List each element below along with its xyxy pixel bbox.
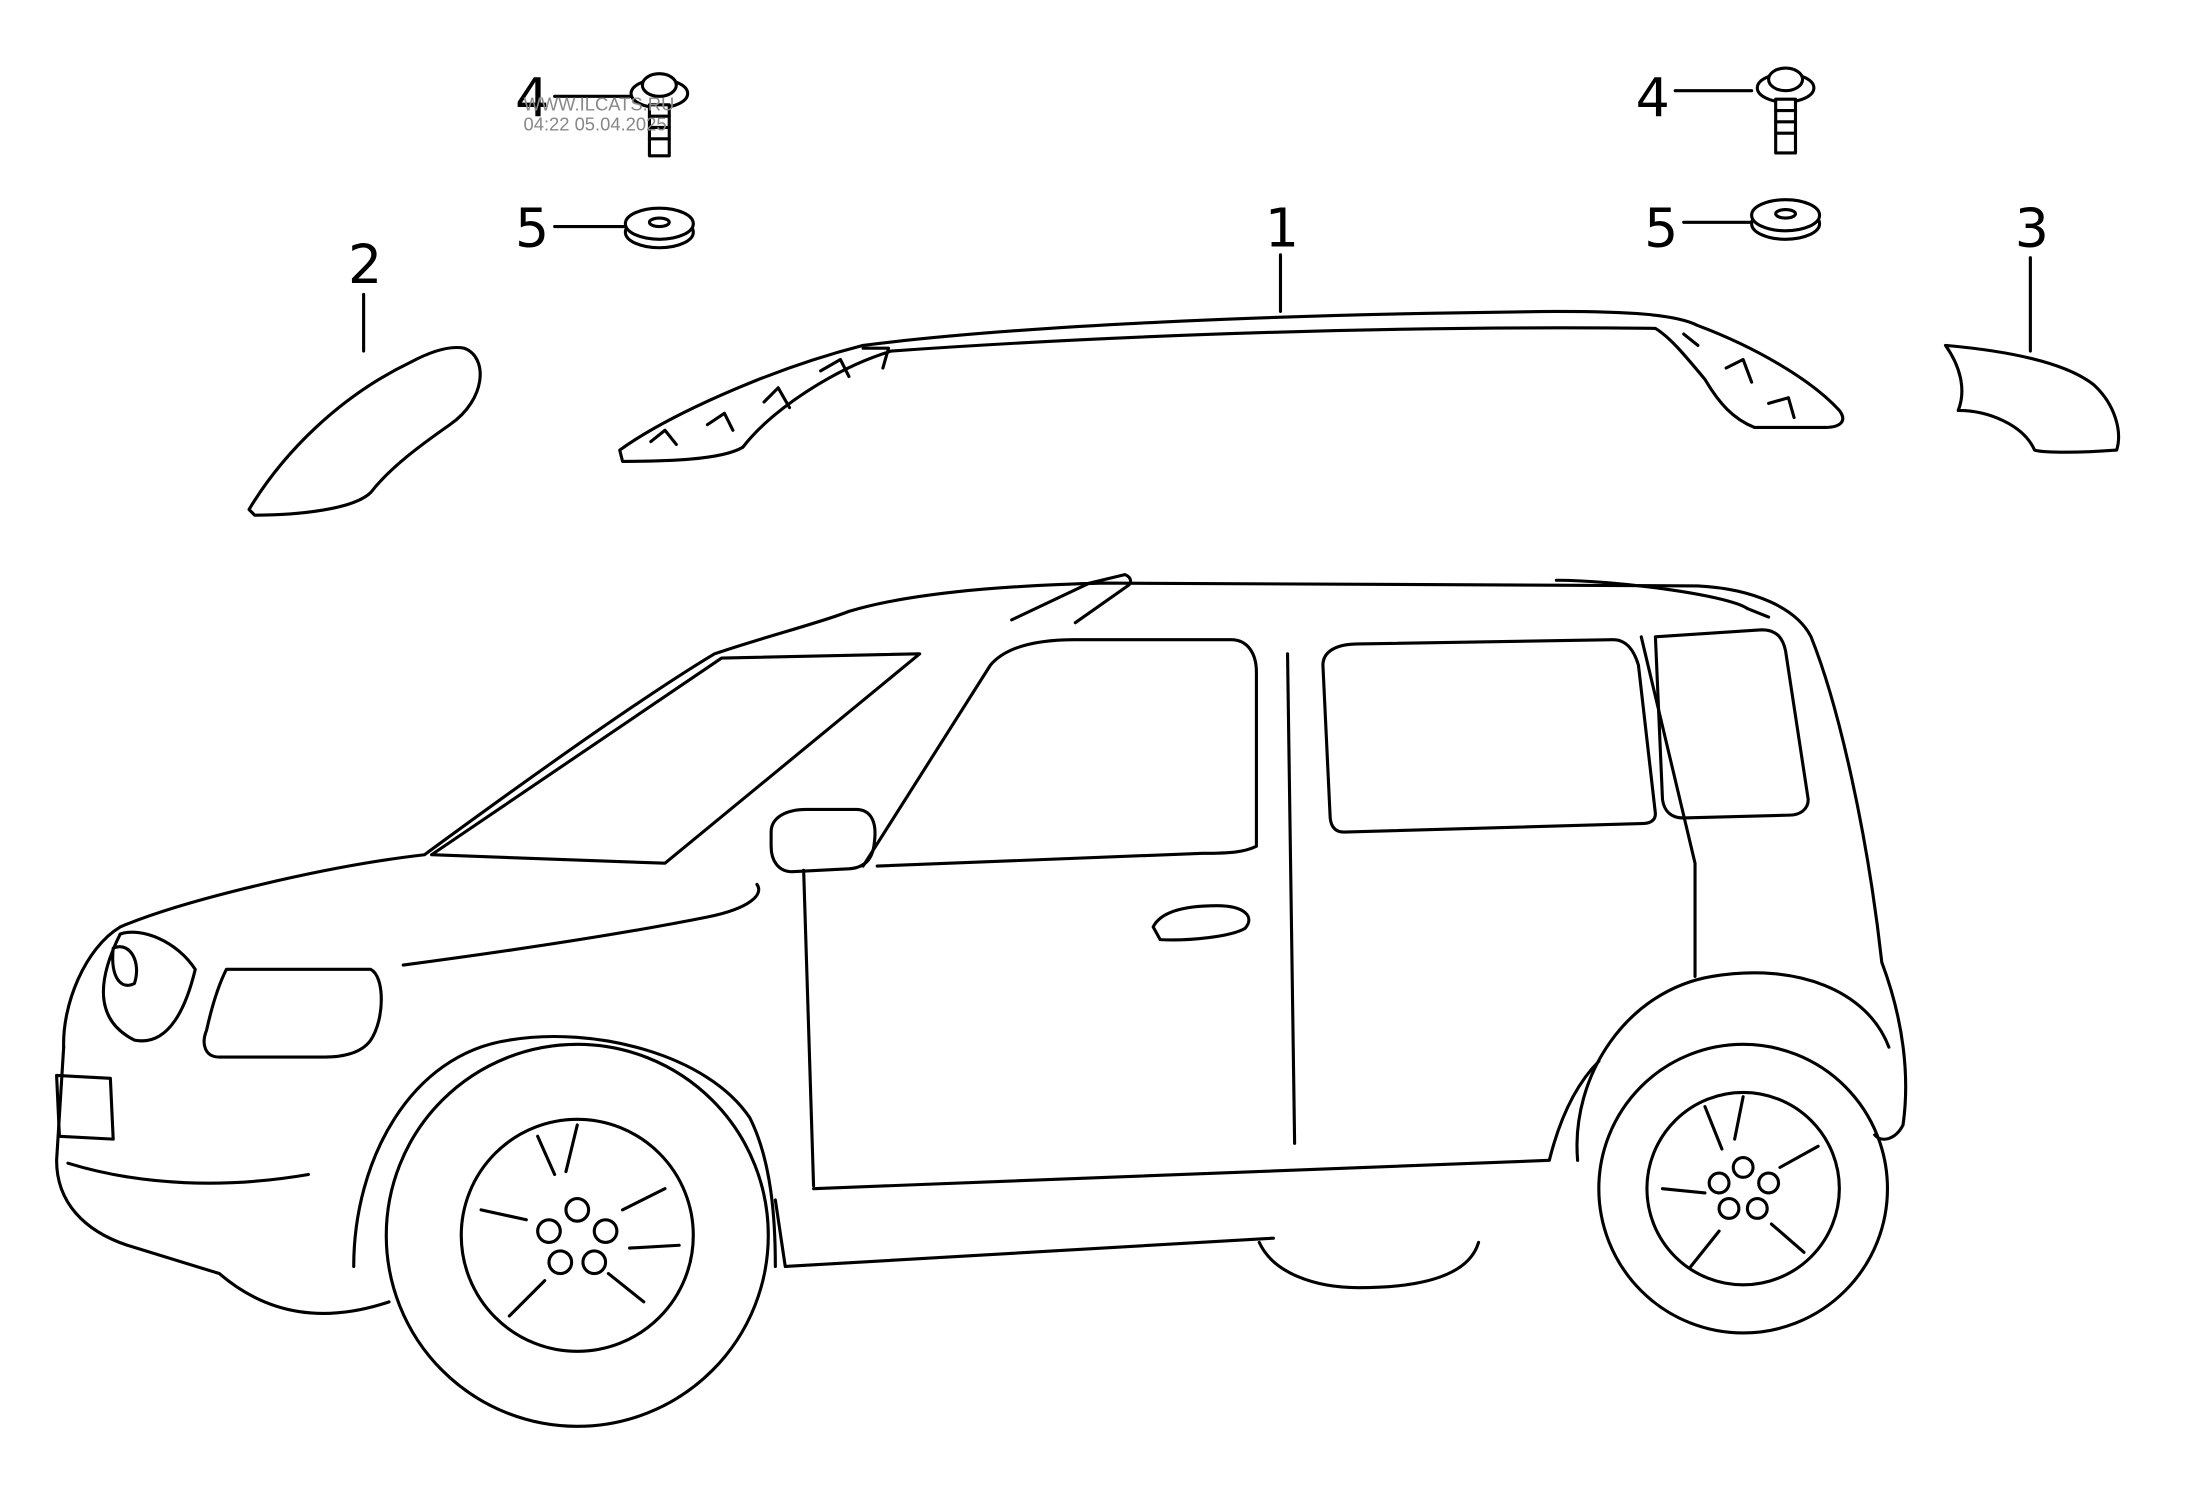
washer-rear[interactable]	[1750, 198, 1822, 241]
roof-rail[interactable]	[618, 309, 1845, 463]
callout-2[interactable]: 2	[348, 233, 382, 353]
callout-3[interactable]: 3	[2015, 196, 2049, 353]
callout-4-rear[interactable]: 4	[1636, 66, 1754, 129]
callout-label: 3	[2015, 196, 2049, 259]
callout-label: 5	[515, 196, 549, 259]
vehicle-illustration	[55, 573, 1908, 1428]
callout-label: 1	[1265, 196, 1299, 259]
bolt-rear[interactable]	[1755, 66, 1816, 155]
rear-rail-cover[interactable]	[1943, 343, 2121, 454]
callout-1[interactable]: 1	[1265, 196, 1299, 313]
bolt-front[interactable]	[629, 72, 690, 158]
callout-label: 4	[515, 66, 549, 129]
callout-5-front[interactable]: 5	[515, 196, 627, 259]
front-rail-cover[interactable]	[247, 345, 482, 517]
callout-5-rear[interactable]: 5	[1644, 196, 1754, 259]
washer-front[interactable]	[623, 206, 695, 250]
watermark: WWW.ILCATS.RU 04:22 05.04.2025	[524, 94, 675, 135]
watermark-timestamp: 04:22 05.04.2025	[524, 113, 667, 134]
callout-label: 2	[348, 233, 382, 296]
callout-4-front[interactable]: 4	[515, 66, 636, 129]
callout-label: 5	[1644, 196, 1678, 259]
watermark-site: WWW.ILCATS.RU	[524, 94, 675, 115]
callout-label: 4	[1636, 66, 1670, 129]
